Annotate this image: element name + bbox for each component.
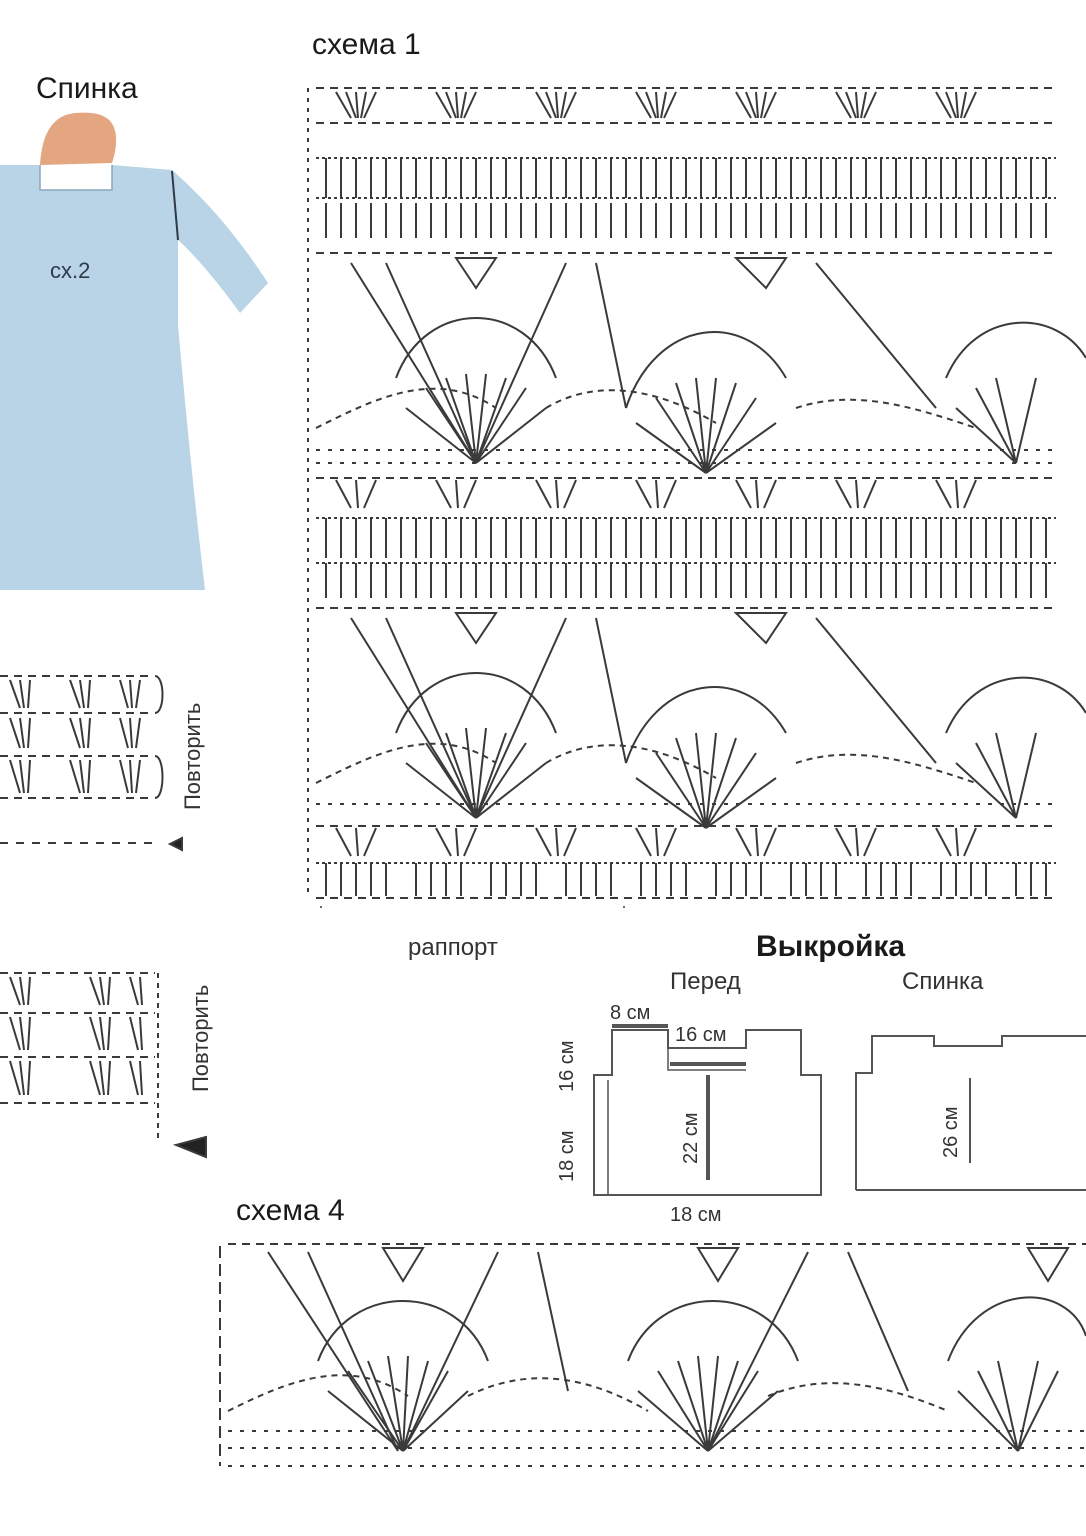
pattern-title: Выкройка [756, 930, 906, 963]
dress-schema-label: сх.2 [50, 258, 91, 283]
schema-4-chart [219, 1243, 1086, 1467]
dim-front-height: 22 см [680, 1112, 702, 1164]
schema-3-chart [0, 972, 207, 1159]
dim-front-neck: 16 см [675, 1024, 727, 1046]
back-pattern [855, 1035, 1086, 1191]
schema-1-title: схема 1 [312, 28, 421, 61]
schema-2-chart [0, 675, 183, 852]
dress-title: Спинка [36, 72, 138, 105]
front-pattern [593, 1024, 822, 1196]
dress-illustration [0, 112, 268, 590]
front-title: Перед [670, 968, 741, 995]
repeat-label-2: Повторить [188, 984, 213, 1092]
repeat-label-1: Повторить [180, 702, 205, 810]
dim-front-side: 18 см [556, 1130, 578, 1182]
back-title: Спинка [902, 968, 984, 995]
dim-front-armhole: 16 см [556, 1040, 578, 1092]
dim-front-bottom: 18 см [670, 1204, 722, 1226]
dim-back-height: 26 см [940, 1106, 962, 1158]
schema-4-title: схема 4 [236, 1194, 345, 1227]
dim-front-shoulder: 8 см [610, 1002, 651, 1024]
schema-1-chart [307, 87, 1086, 908]
rapport-label: раппорт [408, 934, 498, 961]
